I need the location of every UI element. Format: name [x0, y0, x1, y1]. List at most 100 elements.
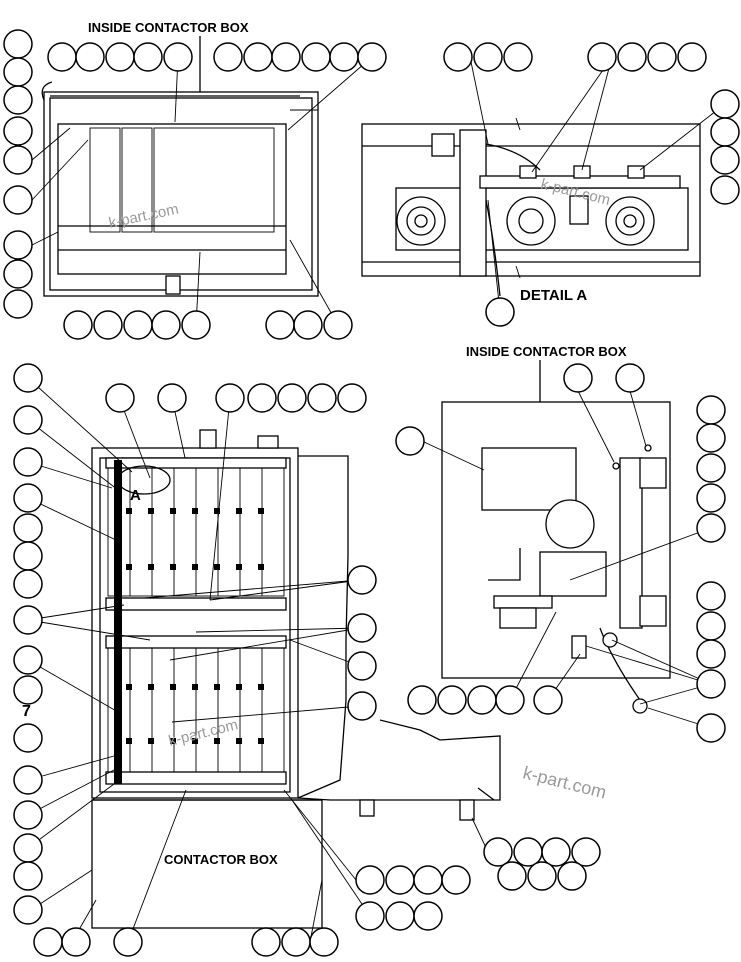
callout-bubble — [696, 713, 726, 743]
callout-bubble — [533, 685, 563, 715]
callout-bubble — [710, 89, 740, 119]
callout-bubble — [541, 837, 571, 867]
callout-bubble — [347, 565, 377, 595]
inside-contactor-box-right-label: INSIDE CONTACTOR BOX — [466, 344, 627, 359]
leader-lines-top-left — [31, 56, 373, 326]
callout-bubble — [3, 57, 33, 87]
callout-bubble — [615, 363, 645, 393]
callout-bubble — [181, 310, 211, 340]
callout-bubble — [13, 447, 43, 477]
right-view — [441, 360, 671, 714]
callout-bubble — [247, 383, 277, 413]
callout-bubble — [587, 42, 617, 72]
callout-bubble — [710, 175, 740, 205]
callout-bubble — [473, 42, 503, 72]
callout-bubble — [309, 927, 339, 957]
callout-bubble — [355, 865, 385, 895]
leader-lines-main — [27, 377, 489, 943]
callout-bubble — [617, 42, 647, 72]
callout-bubble — [63, 310, 93, 340]
callout-bubble — [271, 42, 301, 72]
callout-bubble — [647, 42, 677, 72]
callout-bubble — [413, 865, 443, 895]
callout-bubble — [710, 145, 740, 175]
callout-bubble — [293, 310, 323, 340]
callout-bubble — [13, 483, 43, 513]
callout-bubble — [3, 85, 33, 115]
callout-bubble — [13, 675, 43, 705]
callout-bubble — [105, 383, 135, 413]
callout-bubble — [157, 383, 187, 413]
callout-bubble — [696, 669, 726, 699]
callout-bubble — [113, 927, 143, 957]
callout-bubble — [323, 310, 353, 340]
inside-contactor-box-top-label: INSIDE CONTACTOR BOX — [88, 20, 249, 35]
callout-bubble — [13, 645, 43, 675]
callout-number-7: 7 — [22, 703, 31, 720]
callout-bubble — [557, 861, 587, 891]
callout-bubble — [503, 42, 533, 72]
callout-bubble — [347, 613, 377, 643]
callout-bubble — [123, 310, 153, 340]
callout-bubble — [696, 639, 726, 669]
callout-bubble — [696, 453, 726, 483]
callout-bubble — [441, 865, 471, 895]
callout-bubble — [395, 426, 425, 456]
callout-bubble — [75, 42, 105, 72]
callout-bubble — [265, 310, 295, 340]
detail-a-view — [361, 117, 701, 297]
callout-bubble — [13, 895, 43, 925]
callout-bubble — [407, 685, 437, 715]
callout-bubble — [696, 611, 726, 641]
callout-bubble — [13, 833, 43, 863]
callout-bubble — [696, 513, 726, 543]
callout-bubble — [93, 310, 123, 340]
callout-bubble — [571, 837, 601, 867]
callout-bubble — [301, 42, 331, 72]
callout-bubble — [61, 927, 91, 957]
callout-bubble — [385, 901, 415, 931]
callout-bubble — [151, 310, 181, 340]
callout-bubble — [251, 927, 281, 957]
leader-lines-right — [421, 390, 712, 729]
callout-bubble — [215, 383, 245, 413]
callout-bubble — [277, 383, 307, 413]
callout-bubble — [13, 605, 43, 635]
callout-bubble — [696, 483, 726, 513]
callout-bubble — [337, 383, 367, 413]
callout-bubble — [163, 42, 193, 72]
callout-bubble — [105, 42, 135, 72]
callout-bubble — [347, 691, 377, 721]
watermark-4: k-part.com — [521, 762, 608, 802]
callout-bubble — [133, 42, 163, 72]
callout-bubble — [3, 116, 33, 146]
callout-bubble — [13, 569, 43, 599]
callout-bubble — [13, 765, 43, 795]
callout-bubble — [281, 927, 311, 957]
callout-bubble — [443, 42, 473, 72]
callout-bubble — [467, 685, 497, 715]
callout-bubble — [677, 42, 707, 72]
callout-bubble — [696, 423, 726, 453]
callout-bubble — [497, 861, 527, 891]
callout-bubble — [3, 259, 33, 289]
callout-bubble — [13, 861, 43, 891]
callout-bubble — [329, 42, 359, 72]
callout-bubble — [13, 363, 43, 393]
callout-bubble — [355, 901, 385, 931]
callout-bubble — [513, 837, 543, 867]
callout-bubble — [3, 230, 33, 260]
callout-bubble — [347, 651, 377, 681]
callout-bubble — [527, 861, 557, 891]
callout-bubble — [385, 865, 415, 895]
callout-bubble — [243, 42, 273, 72]
main-contactor-view — [91, 429, 501, 929]
callout-bubble — [483, 837, 513, 867]
detail-a-marker: A — [130, 487, 141, 504]
callout-bubble — [307, 383, 337, 413]
callout-bubble — [3, 29, 33, 59]
contactor-box-label: CONTACTOR BOX — [164, 852, 278, 867]
callout-bubble — [495, 685, 525, 715]
callout-bubble — [563, 363, 593, 393]
